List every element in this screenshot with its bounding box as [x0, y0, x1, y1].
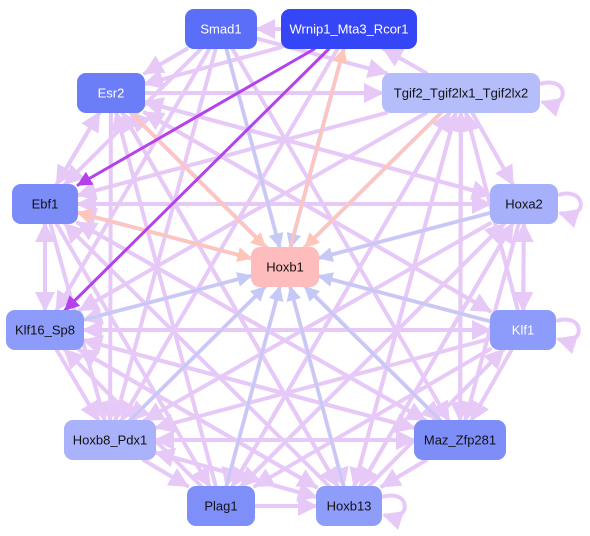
- node-box-hoxb13: [316, 486, 382, 526]
- edge-hoxb1-to-ebf1: [76, 208, 253, 260]
- node-hoxb1[interactable]: Hoxb1: [251, 247, 319, 287]
- edge-tgif2-to-hoxb1: [303, 111, 443, 249]
- node-box-klf16: [6, 310, 84, 350]
- edge-smad1-to-hoxb1: [224, 47, 284, 249]
- node-box-smad1: [185, 9, 257, 49]
- edge-hoxb13-to-hoxb1: [286, 285, 346, 488]
- edge-maz-to-ebf1: [76, 220, 427, 422]
- node-label-hoxb1: Hoxb1: [266, 260, 304, 275]
- node-box-esr2: [77, 73, 145, 113]
- node-hoxa2[interactable]: Hoxa2: [490, 184, 558, 224]
- edge-wrnip1-to-klf16: [63, 47, 331, 312]
- node-label-hoxb13: Hoxb13: [327, 499, 372, 514]
- self-loop-hoxa2: [557, 191, 583, 229]
- node-box-hoxa2: [490, 184, 558, 224]
- node-box-hoxb8: [64, 420, 156, 460]
- node-box-tgif2: [382, 73, 540, 113]
- edge-tgif2-to-klf16: [78, 111, 428, 312]
- node-label-plag1: Plag1: [204, 499, 237, 514]
- node-esr2[interactable]: Esr2: [77, 73, 145, 113]
- node-tgif2[interactable]: Tgif2_Tgif2lx1_Tgif2lx2: [382, 73, 540, 113]
- edge-tgif2-to-hoxa2: [470, 111, 515, 186]
- node-label-maz: Maz_Zfp281: [424, 433, 496, 448]
- node-smad1[interactable]: Smad1: [185, 9, 257, 49]
- node-klf16[interactable]: Klf16_Sp8: [6, 310, 84, 350]
- node-maz[interactable]: Maz_Zfp281: [414, 420, 506, 460]
- edge-hoxa2-to-hoxb8: [143, 221, 492, 422]
- edge-tgif2-to-wrnip1: [382, 47, 428, 75]
- node-label-hoxa2: Hoxa2: [505, 197, 543, 212]
- edge-klf1-to-hoxb1: [317, 272, 492, 323]
- edge-hoxb13-to-hoxb8: [154, 447, 318, 499]
- edge-klf1-to-hoxa2: [513, 222, 534, 312]
- self-loop-klf1: [555, 317, 581, 355]
- node-hoxb8[interactable]: Hoxb8_Pdx1: [64, 420, 156, 460]
- node-label-ebf1: Ebf1: [32, 197, 59, 212]
- edge-wrnip1-to-ebf1: [76, 47, 316, 187]
- node-plag1[interactable]: Plag1: [187, 486, 255, 526]
- node-box-klf1: [490, 310, 556, 350]
- edge-hoxa2-to-hoxb1: [317, 211, 492, 262]
- self-loop-tgif2: [539, 80, 565, 118]
- node-box-hoxb1: [251, 247, 319, 287]
- edge-tgif2-to-ebf1: [76, 111, 388, 201]
- self-loop-hoxb13: [381, 493, 407, 531]
- edge-hoxb8-to-hoxb1: [128, 285, 267, 422]
- node-box-wrnip1: [281, 9, 417, 49]
- edge-plag1-to-hoxb1: [224, 285, 284, 488]
- edge-maz-to-klf16: [82, 335, 416, 430]
- node-label-tgif2: Tgif2_Tgif2lx1_Tgif2lx2: [394, 86, 528, 101]
- edge-layer: [35, 19, 534, 516]
- node-label-hoxb8: Hoxb8_Pdx1: [73, 433, 147, 448]
- node-label-klf1: Klf1: [512, 323, 534, 338]
- node-label-klf16: Klf16_Sp8: [15, 323, 75, 338]
- edge-hoxb8-to-plag1: [141, 458, 190, 488]
- edge-smad1-to-esr2: [143, 47, 189, 76]
- node-klf1[interactable]: Klf1: [490, 310, 556, 350]
- node-hoxb13[interactable]: Hoxb13: [316, 486, 382, 526]
- edge-maz-to-hoxb1: [303, 285, 442, 422]
- node-wrnip1[interactable]: Wrnip1_Mta3_Rcor1: [281, 9, 417, 49]
- edge-klf1-to-esr2: [143, 110, 492, 313]
- node-ebf1[interactable]: Ebf1: [12, 184, 78, 224]
- edge-hoxb13-to-klf16: [77, 348, 318, 489]
- node-label-esr2: Esr2: [98, 86, 125, 101]
- edge-hoxb1-to-wrnip1: [288, 47, 348, 249]
- edge-maz-to-hoxb13: [380, 458, 429, 489]
- node-box-ebf1: [12, 184, 78, 224]
- edge-hoxb13-to-esr2: [120, 111, 340, 488]
- self-loop-layer: [381, 80, 583, 531]
- edge-klf16-to-hoxb1: [82, 272, 253, 322]
- node-box-plag1: [187, 486, 255, 526]
- node-label-smad1: Smad1: [200, 22, 241, 37]
- node-label-wrnip1: Wrnip1_Mta3_Rcor1: [290, 22, 409, 37]
- edge-hoxb13-to-hoxa2: [358, 222, 515, 488]
- edge-klf1-to-hoxb8: [154, 336, 492, 433]
- node-box-maz: [414, 420, 506, 460]
